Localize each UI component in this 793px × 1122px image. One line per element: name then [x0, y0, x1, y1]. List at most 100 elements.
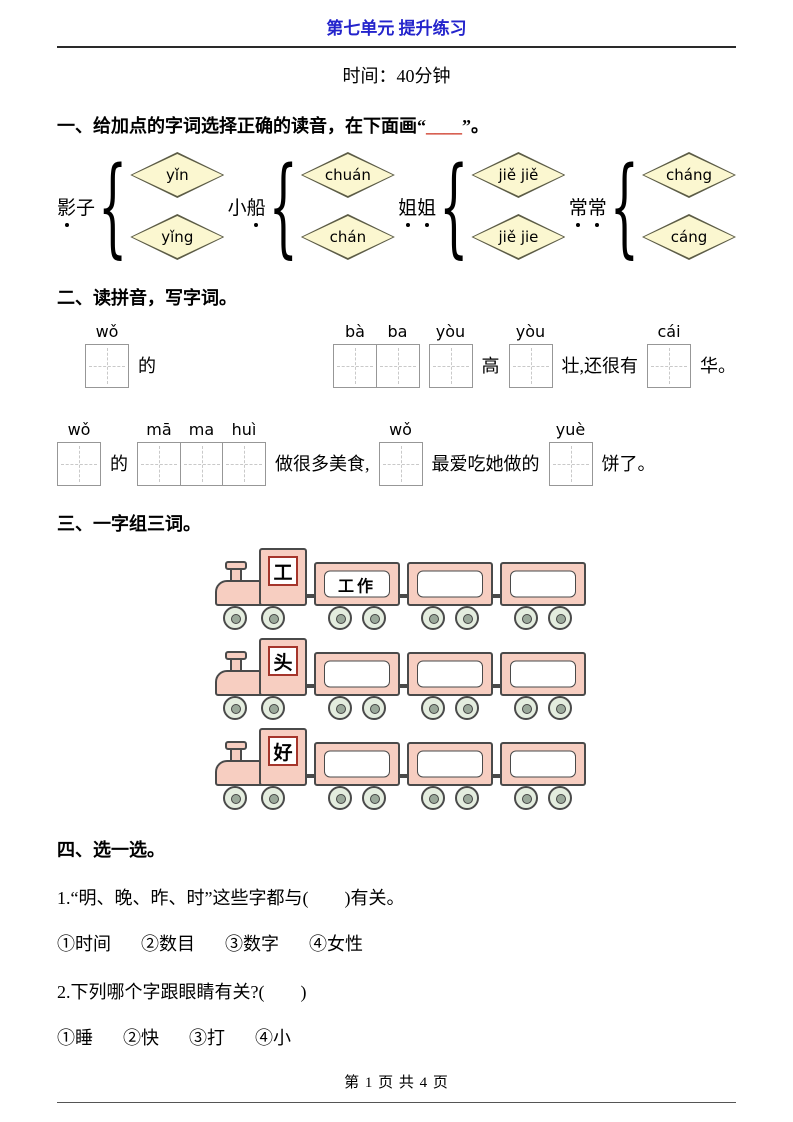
option-list: yǐn yǐng: [130, 152, 225, 260]
option-1[interactable]: ①时间: [57, 934, 111, 955]
option-4[interactable]: ④小: [255, 1028, 291, 1049]
section1-heading: 一、给加点的字词选择正确的读音，在下面画“____”。: [57, 112, 736, 138]
car-body: [407, 562, 493, 607]
writing-box[interactable]: [57, 442, 101, 487]
pinyin-label: bà: [345, 322, 365, 341]
car-body: [407, 742, 493, 787]
heading-text: 一、给加点的字词选择正确的读音，在下面画“: [57, 116, 426, 136]
option-4[interactable]: ④女性: [309, 934, 363, 955]
word-slot[interactable]: [324, 750, 390, 778]
word-slot[interactable]: [417, 660, 483, 688]
writing-box[interactable]: [647, 344, 691, 389]
train-wheel: [328, 786, 352, 811]
pron-group-jiejie: 姐姐 jiě jiě jiě jie: [398, 152, 566, 260]
time-limit: 时间：40分钟: [342, 66, 451, 86]
train-wheel: [455, 696, 479, 721]
pinyin-cell: mā: [137, 420, 181, 487]
fill-in-row-1: wǒ 的 bà ba yòu 高 yòu: [57, 322, 736, 389]
train-wheel: [548, 786, 572, 811]
head-character-box: 好: [268, 736, 298, 767]
writing-box[interactable]: [378, 442, 423, 487]
question-2-text: 2.下列哪个字跟眼睛有关?( ): [57, 982, 307, 1003]
question-1-text: 1.“明、晚、昨、时”这些字都与( )有关。: [57, 888, 405, 909]
pinyin-option-diamond[interactable]: jiě jiě: [471, 152, 566, 198]
pinyin-label: ba: [387, 322, 408, 341]
pinyin-option-diamond[interactable]: jiě jie: [471, 214, 566, 260]
train-wheel: [223, 606, 247, 631]
dotted-character: 船: [247, 193, 266, 220]
pinyin-option-diamond[interactable]: chuán: [300, 152, 395, 198]
option-1[interactable]: ①睡: [57, 1028, 93, 1049]
pinyin-cell: ba: [375, 322, 420, 389]
train-car: [305, 726, 400, 812]
dotted-character: 姐: [398, 193, 417, 220]
dotted-character: 常: [569, 193, 588, 220]
writing-box[interactable]: [137, 442, 181, 487]
word-slot[interactable]: [417, 750, 483, 778]
writing-box[interactable]: [428, 344, 473, 389]
pinyin-label: ma: [188, 420, 215, 440]
pinyin-cell: bà: [333, 322, 377, 389]
sentence-text: 华。: [700, 356, 736, 377]
dotted-character: 影: [57, 193, 76, 220]
train-wheel: [514, 606, 538, 631]
pinyin-option-diamond[interactable]: chán: [300, 214, 395, 260]
pinyin-option-diamond[interactable]: yǐng: [130, 214, 225, 260]
train-car: [398, 546, 493, 632]
pinyin-option-diamond[interactable]: cáng: [642, 214, 736, 260]
pronunciation-exercise: 影子 yǐn yǐng 小船 chuán chán 姐姐 jiě: [57, 152, 736, 260]
option-3[interactable]: ③打: [189, 1028, 225, 1049]
option-list: chuán chán: [300, 152, 395, 260]
writing-box-group: mā ma huì: [137, 420, 266, 487]
word-slot[interactable]: [510, 570, 576, 598]
writing-box[interactable]: [85, 344, 129, 389]
word-slot[interactable]: [417, 570, 483, 598]
pinyin-label: huì: [231, 420, 257, 440]
pinyin-label: cái: [657, 322, 681, 341]
pinyin-cell: yuè: [548, 420, 593, 487]
word-slot[interactable]: 工作: [324, 570, 390, 598]
train-wheel: [362, 696, 386, 721]
option-3[interactable]: ③数字: [225, 934, 279, 955]
writing-box[interactable]: [508, 344, 553, 389]
writing-box[interactable]: [375, 344, 420, 389]
writing-box[interactable]: [222, 442, 266, 487]
word-slot[interactable]: [510, 660, 576, 688]
pron-group-changchang: 常常 cháng cáng: [569, 152, 736, 260]
car-body: [500, 652, 586, 697]
writing-box[interactable]: [548, 442, 593, 487]
train-wheel: [421, 696, 445, 721]
brace-icon: [98, 152, 127, 260]
sentence-text: 饼了。: [601, 454, 656, 475]
pinyin-option-diamond[interactable]: cháng: [642, 152, 736, 198]
car-body: [500, 742, 586, 787]
train-hao: 好: [215, 726, 595, 812]
question-1-options: ①时间 ②数目 ③数字 ④女性: [57, 930, 736, 956]
car-body: [407, 652, 493, 697]
word-slot[interactable]: [324, 660, 390, 688]
pinyin-label: wǒ: [389, 420, 412, 440]
pinyin-cell: ma: [179, 420, 224, 487]
section4-heading: 四、选一选。: [57, 840, 165, 861]
sentence-text: 的: [110, 454, 128, 475]
writing-box[interactable]: [179, 442, 224, 487]
pinyin-label: yuè: [555, 420, 586, 440]
pinyin-label: mā: [146, 420, 172, 440]
writing-box-group: bà ba: [333, 322, 420, 389]
word-slot[interactable]: [510, 750, 576, 778]
dotted-character: 姐: [417, 193, 436, 220]
train-car: [491, 636, 586, 722]
brace-icon: [439, 152, 468, 260]
option-2[interactable]: ②快: [123, 1028, 159, 1049]
sentence-text: 的: [138, 356, 156, 377]
pron-group-xiaochuan: 小船 chuán chán: [228, 152, 395, 260]
pinyin-option-diamond[interactable]: yǐn: [130, 152, 225, 198]
train-wheel: [548, 696, 572, 721]
option-2[interactable]: ②数目: [141, 934, 195, 955]
heading-text: ”。: [462, 116, 489, 136]
train-car: [305, 636, 400, 722]
writing-box[interactable]: [333, 344, 377, 389]
character: 子: [76, 197, 96, 219]
train-car: [491, 726, 586, 812]
target-word: 小船: [228, 193, 266, 220]
